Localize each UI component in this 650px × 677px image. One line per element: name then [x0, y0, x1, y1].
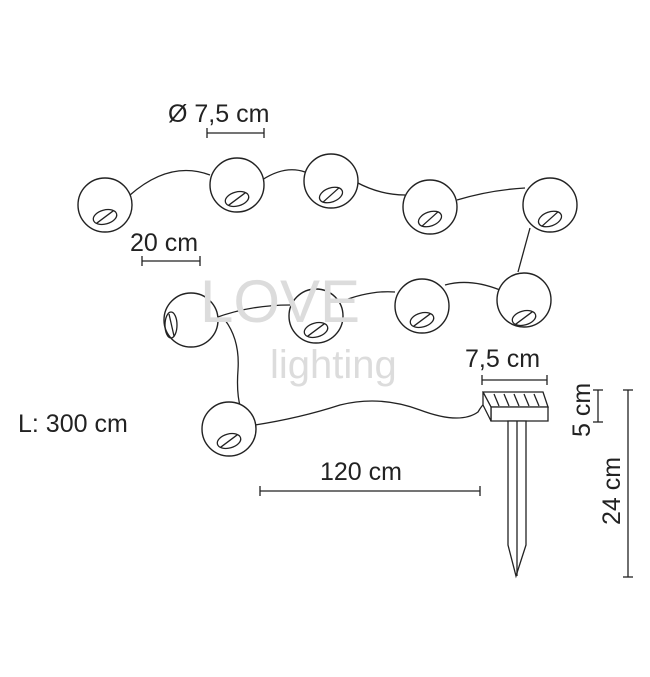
bulb [288, 288, 344, 344]
bulb [163, 292, 219, 348]
bulb [402, 179, 458, 235]
bulb-diameter-label: Ø 7,5 cm [168, 100, 269, 128]
solar-panel-front [490, 406, 549, 422]
bulb [303, 153, 359, 209]
solar-panel-side [482, 391, 492, 422]
panel-width-label: 7,5 cm [465, 345, 540, 373]
bulb-spacing-label: 20 cm [130, 229, 198, 257]
bulb [209, 157, 265, 213]
solar-cells [493, 393, 540, 407]
bulb [77, 177, 133, 233]
bulb [496, 272, 552, 328]
panel-height-label: 5 cm [568, 383, 596, 437]
stake-height-label: 24 cm [598, 457, 626, 525]
bulb [394, 278, 450, 334]
watermark: LOVE lighting [200, 268, 397, 387]
bulb [201, 401, 257, 457]
watermark-subtitle: lighting [270, 343, 397, 387]
total-length-label: L: 300 cm [18, 410, 128, 438]
solar-stake [481, 391, 549, 579]
bulb [522, 177, 578, 233]
watermark-logo-text: LOVE [200, 268, 360, 335]
bulbs [77, 153, 578, 457]
lead-cable-label: 120 cm [320, 458, 402, 486]
dimension-lines [141, 128, 633, 578]
